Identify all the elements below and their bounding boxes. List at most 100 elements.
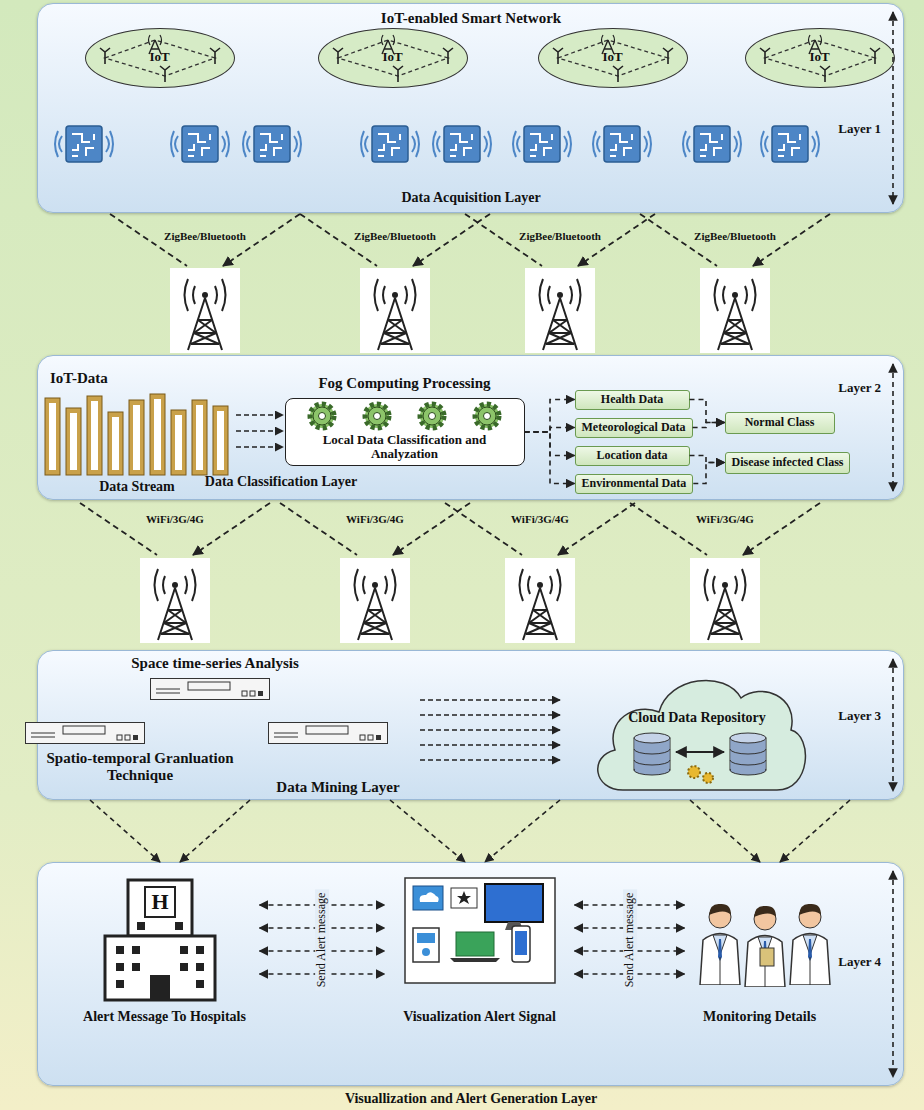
drawing-part (140, 558, 210, 643)
label-text: WiFi/3G/4G (346, 513, 404, 526)
stream-bar (150, 394, 165, 475)
drawing-part (676, 751, 724, 753)
label-text: ZigBee/Bluetooth (519, 230, 601, 243)
drawing-part (128, 880, 192, 936)
box-heading: Fog Computing Processing (318, 375, 490, 392)
drawing-part (280, 503, 470, 555)
dashed-connector (693, 423, 725, 428)
drawing-part (365, 404, 389, 428)
drawing-part (196, 946, 204, 954)
drawing-part (892, 871, 894, 1077)
drawing-part (420, 404, 444, 428)
drawing-part (310, 404, 334, 428)
dashed-connector (690, 400, 725, 423)
edge-label: Send Alert message (315, 890, 329, 991)
drawing-part (132, 946, 140, 954)
stream-bar (45, 398, 60, 475)
drawing-part (892, 659, 894, 791)
drawing-part (417, 933, 435, 943)
stream-arrows (236, 415, 283, 447)
label-text: Space time-series Analysis (131, 655, 298, 672)
drawing-part (433, 126, 491, 162)
drawing-part (457, 891, 471, 904)
stream-bar (66, 408, 81, 475)
label-text: WiFi/3G/4G (511, 513, 569, 526)
box-text: IoT (382, 50, 402, 65)
drawing-part (683, 126, 741, 162)
drawing-part (512, 926, 530, 962)
drawing-part (505, 558, 575, 643)
layer-title: Data Mining Layer (276, 779, 399, 796)
stream-bar (87, 396, 102, 475)
cloud-path (597, 680, 805, 790)
drawing-part (703, 773, 713, 783)
box-text: Cloud Data Repository (628, 710, 766, 726)
box-text: Environmental Data (582, 477, 687, 491)
drawing-part (420, 729, 560, 731)
box-text: Local Data Classification and Analyzatio… (297, 433, 512, 463)
gears (310, 404, 499, 428)
drawing-part (269, 723, 388, 744)
drawing-part (243, 126, 301, 162)
data-stream (45, 394, 228, 475)
drawing-part (422, 948, 430, 956)
stream-bar (213, 406, 228, 475)
drawing-part (340, 558, 410, 643)
drawing-part (513, 126, 571, 162)
dashed-connector (485, 800, 560, 862)
label-text: IoT-Data (50, 370, 108, 387)
drawing-part (700, 268, 770, 353)
drawing-part (475, 404, 499, 428)
label-text: Data Stream (99, 479, 175, 495)
dashed-connector (690, 800, 760, 862)
box-text: Health Data (601, 393, 663, 407)
layer-title: Visuallization and Alert Generation Laye… (345, 1091, 597, 1107)
drawing-part (593, 126, 651, 162)
drawing-part (761, 126, 819, 162)
dashed-connector (693, 463, 724, 484)
drawing-part (333, 35, 453, 82)
label-text: H (151, 889, 168, 914)
drawing-part (690, 558, 760, 643)
stream-bar-inner (154, 399, 161, 470)
drawing-part (145, 887, 175, 917)
icon-caption: Alert Message To Hospitals (83, 1009, 246, 1025)
drawing-part (485, 884, 543, 922)
drawing-part (465, 214, 655, 266)
label-text: ZigBee/Bluetooth (694, 230, 776, 243)
drawing-part (630, 503, 820, 555)
drawing-part (420, 714, 560, 716)
dashed-connector (780, 800, 850, 862)
stream-bar (129, 400, 144, 475)
layer-title: Data Acquisition Layer (401, 190, 540, 206)
drawing-part (196, 980, 204, 988)
drawing-part (150, 975, 170, 1000)
data-box: Location data (575, 446, 690, 466)
drawing-part (110, 214, 300, 266)
layer-band: Data Classification LayerLayer 2Fog Comp… (37, 355, 904, 500)
dashed-connector (525, 400, 575, 432)
label-text: WiFi/3G/4G (146, 513, 204, 526)
drawing-part (105, 936, 215, 1000)
dashed-connector (180, 800, 250, 862)
box-text: Meteorological Data (582, 421, 686, 435)
drawing-part (361, 126, 419, 162)
layer-number: Layer 4 (838, 955, 881, 970)
drawing-part (137, 922, 145, 930)
iot-sensors (55, 126, 819, 162)
data-box: Environmental Data (575, 474, 694, 494)
layer-title: IoT-enabled Smart Network (381, 10, 561, 27)
drawing-part (445, 503, 635, 555)
drawing-part (700, 904, 740, 985)
stream-bar-inner (70, 413, 77, 470)
drawing-part (170, 268, 240, 353)
drawing-part (132, 963, 140, 971)
hospital-icon (105, 880, 215, 1000)
label-text: ZigBee/Bluetooth (164, 230, 246, 243)
box-text: Disease infected Class (732, 456, 844, 470)
drawing-part (151, 679, 270, 700)
drawing-part (760, 948, 774, 966)
drawing-part (420, 744, 560, 746)
drawing-part (116, 980, 124, 988)
